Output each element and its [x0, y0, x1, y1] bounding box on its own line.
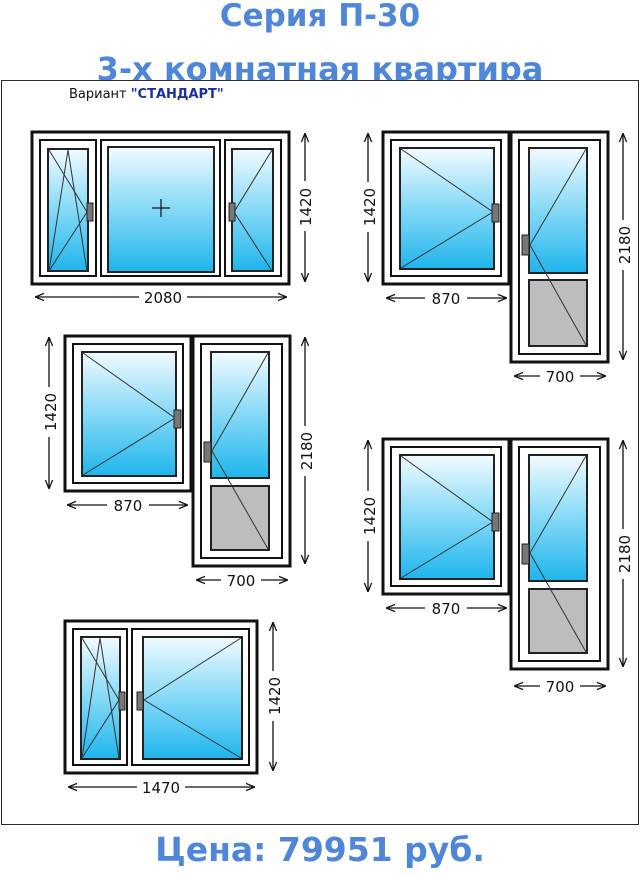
window-2: 870 1420 700 2180	[359, 130, 634, 386]
window-4: 870 1420 700 2180	[359, 437, 634, 696]
variant-label: Вариант	[69, 87, 127, 102]
window-3-width-label: 870	[114, 497, 143, 515]
window-2-door-width-label: 700	[546, 368, 575, 386]
window-5-width-label: 1470	[142, 779, 180, 797]
series-title: Серия П-30	[219, 0, 421, 34]
window-5-height-label: 1420	[266, 677, 284, 715]
window-1: 2080 1420	[30, 130, 315, 307]
window-3-height-label: 1420	[42, 393, 60, 431]
window-2-width-label: 870	[432, 290, 461, 308]
window-3-door-width-label: 700	[227, 572, 256, 590]
window-4-door-width-label: 700	[546, 678, 575, 696]
window-3-door-height-label: 2180	[298, 432, 316, 470]
window-diagram-panel: Вариант "СТАНДАРТ"	[1, 80, 639, 825]
variant-caption: Вариант "СТАНДАРТ"	[69, 87, 224, 102]
window-3: 870 1420 700 2180	[40, 334, 316, 590]
window-2-height-label: 1420	[361, 188, 379, 226]
price-label: Цена: 79951 руб.	[155, 830, 485, 869]
window-drawings: 2080 1420 870 1420 700	[30, 130, 634, 797]
window-4-door-height-label: 2180	[616, 535, 634, 573]
window-2-door-height-label: 2180	[616, 226, 634, 264]
window-4-height-label: 1420	[361, 497, 379, 535]
window-5: 1470 1420	[63, 619, 284, 797]
window-1-height-label: 1420	[297, 188, 315, 226]
variant-name: "СТАНДАРТ"	[130, 87, 224, 102]
window-1-width-label: 2080	[144, 289, 182, 307]
window-4-width-label: 870	[432, 600, 461, 618]
